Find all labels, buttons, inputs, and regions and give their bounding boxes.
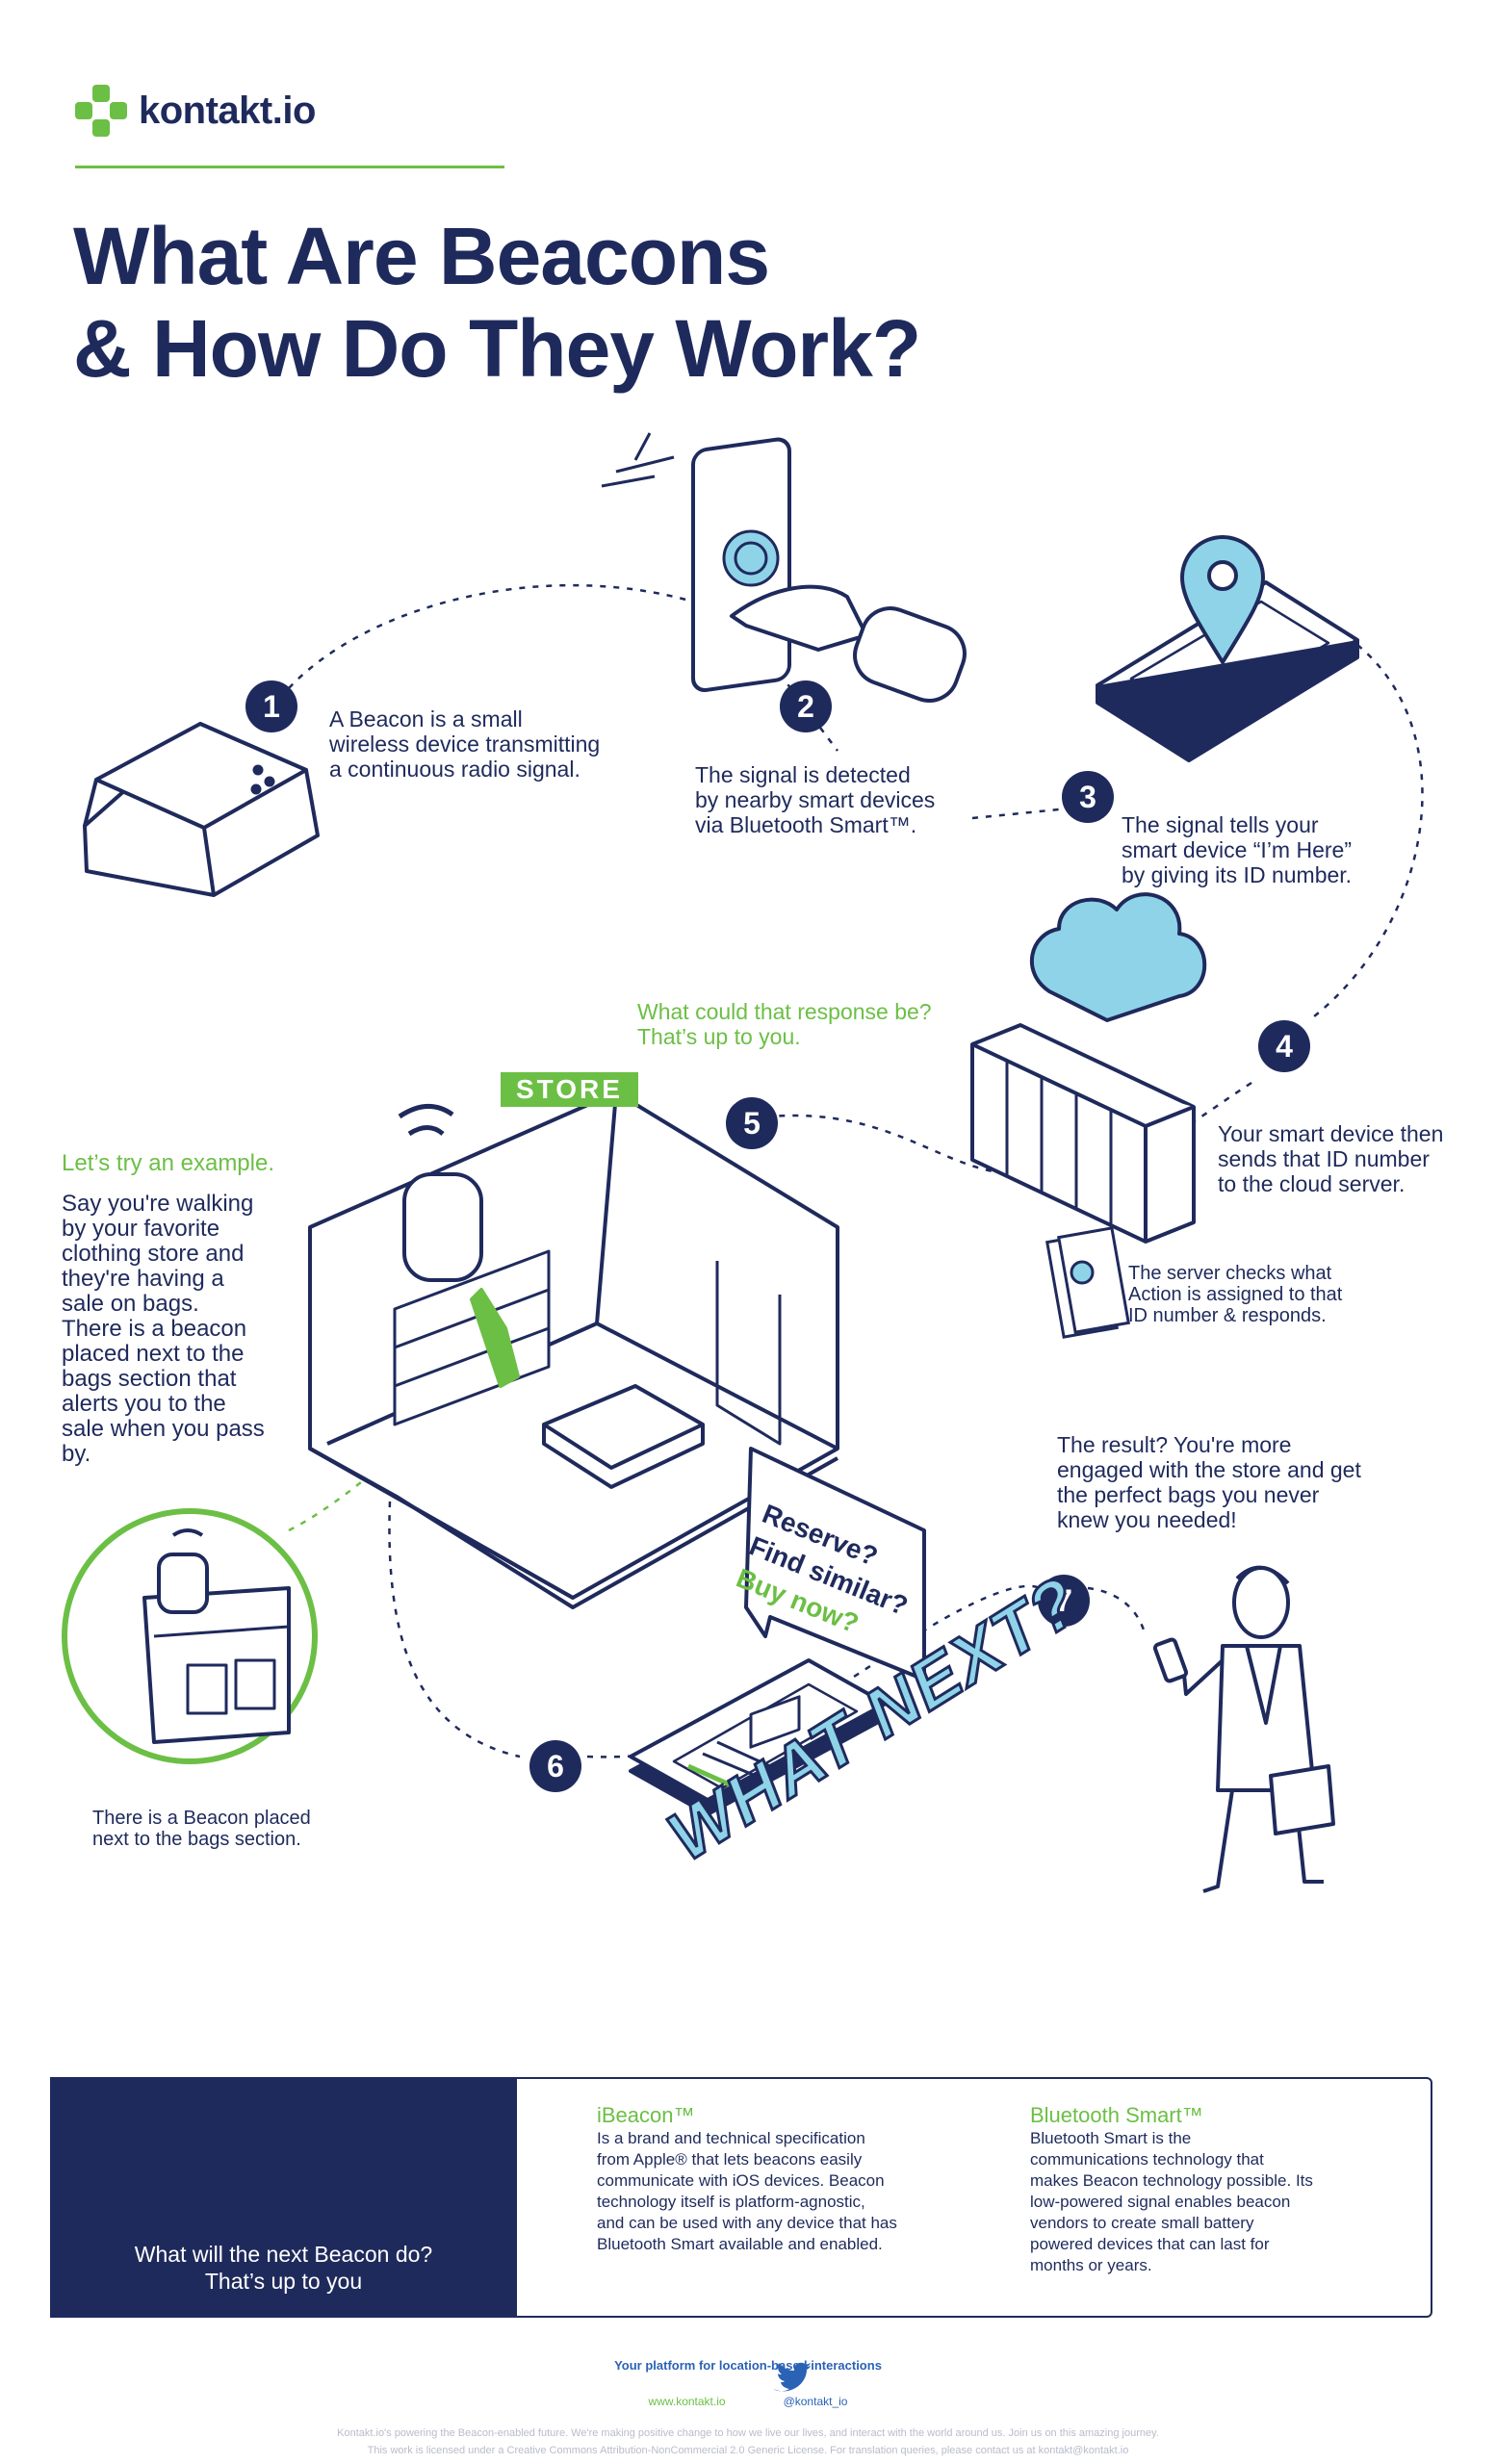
website-link[interactable]: www.kontakt.io: [648, 2395, 726, 2408]
bluetooth-body: Bluetooth Smart is the communications te…: [1030, 2129, 1313, 2274]
ibeacon-definition: iBeacon™ Is a brand and technical specif…: [597, 2103, 982, 2255]
step-5-badge: 5: [726, 1097, 778, 1149]
speech-bubble-icon: [744, 1447, 926, 1681]
logo: kontakt.io: [75, 85, 316, 137]
step-3-text: The signal tells your smart device “I’m …: [1122, 812, 1353, 887]
person-walking-icon: [1152, 1565, 1335, 1893]
document-check-icon: [1045, 1226, 1130, 1339]
example-heading: Let’s try an example.: [62, 1150, 275, 1176]
step-4-text: Your smart device then sends that ID num…: [1218, 1121, 1444, 1196]
title-line-2: & How Do They Work?: [73, 303, 921, 394]
bag-caption: There is a Beacon placed next to the bag…: [92, 1808, 311, 1850]
bluetooth-title: Bluetooth Smart™: [1030, 2103, 1203, 2127]
beacon-device-icon: [83, 722, 320, 897]
step-2-badge: 2: [780, 680, 832, 732]
header-rule: [75, 166, 504, 168]
info-panel-left: [50, 2077, 517, 2318]
ibeacon-body: Is a brand and technical specification f…: [597, 2129, 897, 2253]
twitter-link[interactable]: @kontakt_io: [783, 2395, 848, 2408]
example-body: Say you're walking by your favorite clot…: [62, 1191, 265, 1467]
next-beacon-text: What will the next Beacon do? That’s up …: [134, 2242, 433, 2294]
app-phone-icon: [629, 1658, 888, 1816]
location-phone-icon: [1096, 535, 1359, 762]
step-7-badge: 7: [1038, 1575, 1090, 1627]
bag-circle-illustration: [62, 1508, 318, 1764]
logo-text: kontakt.io: [139, 89, 316, 132]
connector-1-2: [288, 583, 694, 689]
step-1-text: A Beacon is a small wireless device tran…: [329, 706, 601, 782]
connector-3-4: [1308, 644, 1424, 1021]
twitter-icon: [773, 2362, 811, 2392]
server-note: The server checks what Action is assigne…: [1128, 1263, 1343, 1326]
step-3-badge: 3: [1062, 771, 1114, 823]
store-illustration: [308, 1091, 839, 1609]
store-label: STORE: [501, 1072, 638, 1107]
server-rack-icon: [970, 1023, 1196, 1244]
connector-7-person: [1087, 1586, 1148, 1637]
step-1-badge: 1: [245, 680, 297, 732]
footer-note-1: Kontakt.io's powering the Beacon-enabled…: [337, 2427, 1159, 2439]
step-2-text: The signal is detected by nearby smart d…: [695, 762, 936, 837]
title-line-1: What Are Beacons: [73, 211, 770, 301]
footer-note-2: This work is licensed under a Creative C…: [367, 2445, 1129, 2456]
cloud-icon: [1030, 892, 1207, 1022]
connector-store-6: [388, 1501, 521, 1758]
step-6-badge: 6: [529, 1740, 581, 1792]
kontakt-logo-icon: [75, 85, 127, 137]
footer-tagline: Your platform for location-based interac…: [614, 2358, 882, 2373]
step-7-text: The result? You're more engaged with the…: [1057, 1432, 1361, 1532]
step-4-badge: 4: [1258, 1020, 1310, 1072]
phone-tap-icon: [601, 432, 967, 703]
page-title: What Are Beacons & How Do They Work?: [73, 210, 921, 395]
step-5-text: What could that response be? That’s up t…: [637, 999, 932, 1049]
connector-bag-store: [288, 1443, 405, 1532]
ibeacon-title: iBeacon™: [597, 2103, 695, 2127]
bluetooth-definition: Bluetooth Smart™ Bluetooth Smart is the …: [1030, 2103, 1396, 2276]
footer-links: www.kontakt.io @kontakt_io: [0, 2395, 1496, 2408]
